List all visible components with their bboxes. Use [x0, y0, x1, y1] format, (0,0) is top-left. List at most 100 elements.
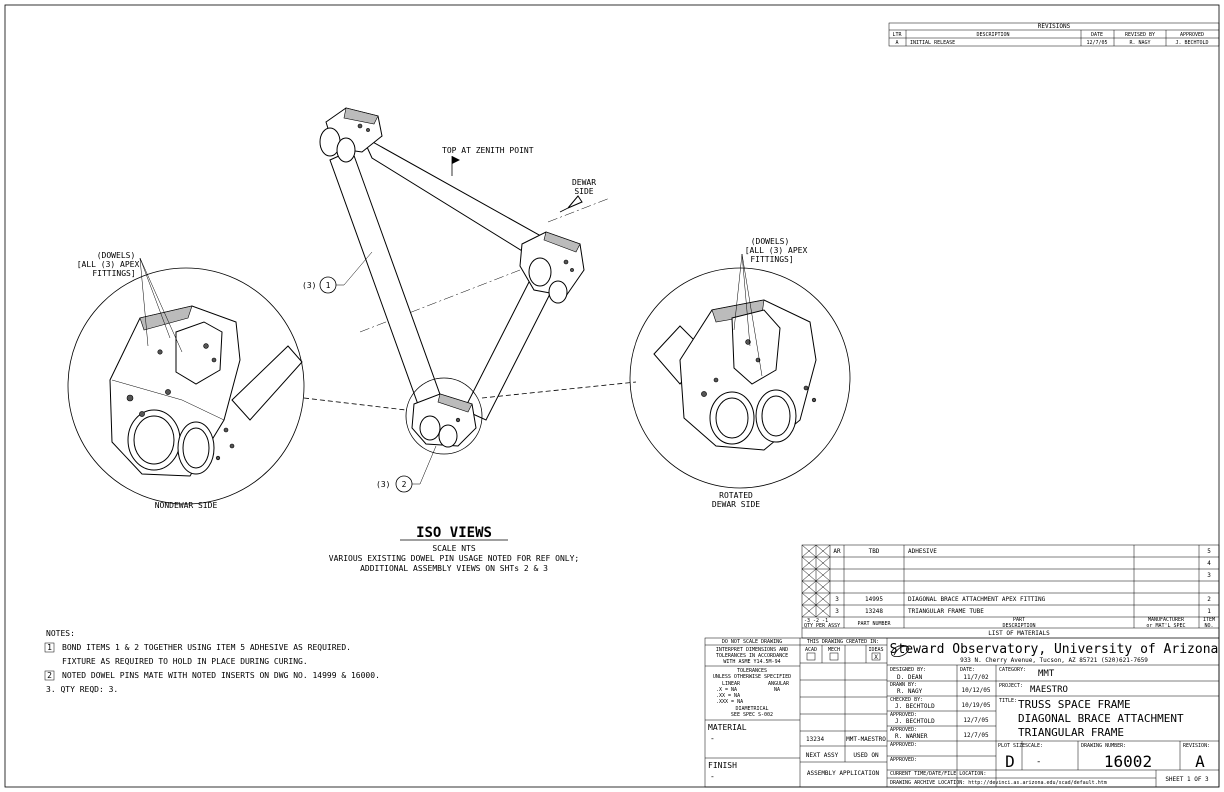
apex-fitting-top	[319, 107, 383, 163]
category-label: CATEGORY:	[999, 667, 1026, 673]
dowels-left-1: (DOWELS)	[97, 251, 136, 260]
rev-col-description: DESCRIPTION	[976, 32, 1009, 38]
checked-by-label: CHECKED BY:	[890, 697, 923, 703]
rev-row-revised-by: R. NAGY	[1129, 40, 1150, 46]
approved-1: J. BECHTOLD	[895, 718, 935, 725]
ideas-label: IDEAS	[868, 647, 883, 653]
detail-view-nondewar: (DOWELS) [ALL (3) APEX FITTINGS] NONDEWA…	[67, 251, 305, 510]
tol-diam-spec: SEE SPEC S-002	[731, 712, 773, 718]
rev-row-description: INITIAL RELEASE	[910, 40, 955, 46]
apex-fitting-right	[519, 231, 585, 304]
zenith-text: TOP AT ZENITH POINT	[442, 146, 534, 155]
note-1-number: 1	[47, 643, 52, 652]
dowels-right-1: (DOWELS)	[751, 237, 790, 246]
rev-col-revised-by: REVISED BY	[1125, 32, 1155, 38]
drawing-number-label: DRAWING NUMBER:	[1081, 743, 1126, 749]
approved-4-label: APPROVED:	[890, 757, 917, 763]
acad-label: ACAD	[805, 647, 817, 653]
title-line-1: TRUSS SPACE FRAME	[1018, 698, 1131, 711]
bom-row-1-qty: 3	[835, 608, 839, 615]
bom-row-3-item: 3	[1207, 572, 1211, 579]
detail-view-rotated-dewar: (DOWELS) [ALL (3) APEX FITTINGS] ROTATED…	[629, 237, 851, 509]
note-3-text: 3. QTY REQD: 3.	[46, 685, 118, 694]
archive-location: DRAWING ARCHIVE LOCATION: http://devinci…	[890, 780, 1107, 786]
bom-header-desc-2: DESCRIPTION	[1002, 623, 1035, 629]
tol-xxx: .XXX = NA	[716, 699, 743, 705]
drawing-number: 16002	[1104, 752, 1152, 771]
bom-row-2-part: 14995	[865, 596, 883, 603]
iso-title: ISO VIEWS	[416, 525, 492, 541]
interpret-2: TOLERANCES IN ACCORDANCE	[716, 653, 788, 659]
drawn-by-label: DRAWN BY:	[890, 682, 917, 688]
checked-by: J. BECHTOLD	[895, 703, 935, 710]
assembly-application-label: ASSEMBLY APPLICATION	[807, 770, 880, 777]
plot-size-value: D	[1005, 752, 1015, 771]
approved-1-label: APPROVED:	[890, 712, 917, 718]
university-logo	[890, 644, 910, 658]
bom-row-2-desc: DIAGONAL BRACE ATTACHMENT APEX FITTING	[908, 596, 1046, 603]
note-1-line-b: FIXTURE AS REQUIRED TO HOLD IN PLACE DUR…	[62, 657, 308, 666]
item-2-number: 2	[402, 480, 407, 489]
bom-header-item-2: NO.	[1204, 623, 1213, 629]
notes-block: NOTES: 1 BOND ITEMS 1 & 2 TOGETHER USING…	[44, 629, 380, 694]
bom-row-5-part: TBD	[869, 548, 880, 555]
date-label: DATE:	[960, 667, 975, 673]
bom-header-dash: -3 -2 -1	[804, 618, 828, 624]
dewar-side-arrow: DEWAR SIDE	[559, 178, 596, 213]
bill-of-materials: AR TBD ADHESIVE 5 4 3 3 14995 DIAGONAL B…	[801, 544, 1220, 639]
checked-date: 10/19/05	[962, 702, 991, 709]
dowels-right-3: FITTINGS]	[750, 255, 793, 264]
bom-row-1-item: 1	[1207, 608, 1211, 615]
approved-3-label: APPROVED:	[890, 742, 917, 748]
rev-col-date: DATE	[1091, 32, 1103, 38]
dowels-left-3: FITTINGS]	[92, 269, 135, 278]
title-line-2: DIAGONAL BRACE ATTACHMENT	[1018, 712, 1184, 725]
iso-line-1: VARIOUS EXISTING DOWEL PIN USAGE NOTED F…	[329, 554, 579, 563]
iso-scale: SCALE NTS	[432, 544, 476, 553]
bom-header-qty: QTY PER ASSY	[804, 623, 840, 629]
designed-date: 11/7/02	[963, 674, 989, 681]
nondewar-label: NONDEWAR SIDE	[155, 501, 218, 510]
organization-address: 933 N. Cherry Avenue, Tucson, AZ 85721 (…	[960, 657, 1148, 664]
mech-checkbox	[829, 652, 839, 661]
title-block: DO NOT SCALE DRAWING INTERPRET DIMENSION…	[704, 637, 1220, 788]
bom-row-4-item: 4	[1207, 560, 1211, 567]
next-assy-project: MMT-MAESTRO	[846, 736, 886, 743]
detail-circle-bottom	[405, 377, 483, 455]
approved-2-date: 12/7/05	[963, 732, 989, 739]
note-2-number: 2	[47, 671, 52, 680]
sheet-number: SHEET 1 OF 3	[1165, 776, 1209, 783]
title-line-3: TRIANGULAR FRAME	[1018, 726, 1124, 739]
ideas-check-mark: X	[874, 654, 878, 661]
note-1-line-a: BOND ITEMS 1 & 2 TOGETHER USING ITEM 5 A…	[62, 643, 351, 652]
bom-header-desc-1: PART	[1013, 617, 1025, 623]
bom-header-part-number: PART NUMBER	[857, 621, 891, 627]
iso-line-2: ADDITIONAL ASSEMBLY VIEWS ON SHTs 2 & 3	[360, 564, 548, 573]
tol-angular-val: NA	[774, 687, 780, 693]
item-2-qty: (3)	[376, 480, 390, 489]
bom-title: LIST OF MATERIALS	[988, 630, 1050, 637]
approved-2-label: APPROVED:	[890, 727, 917, 733]
approved-1-date: 12/7/05	[963, 717, 989, 724]
ideas-checkbox	[871, 652, 881, 661]
scale-value: -	[1036, 757, 1041, 767]
finish-value: -	[710, 772, 715, 781]
material-value: -	[710, 734, 715, 743]
scale-label: SCALE:	[1025, 743, 1043, 749]
item-2-callout: (3) 2	[376, 445, 437, 493]
zenith-flag-callout: TOP AT ZENITH POINT	[442, 146, 534, 176]
notes-heading: NOTES:	[46, 629, 75, 638]
rev-row-approved: J. BECHTOLD	[1175, 40, 1208, 46]
plot-size-label: PLOT SIZE	[998, 743, 1025, 749]
organization-name: Steward Observatory, University of Arizo…	[890, 642, 1219, 657]
designed-by-label: DESIGNED BY:	[890, 667, 926, 673]
dewar-text-1: DEWAR	[572, 178, 596, 187]
bom-row-5-desc: ADHESIVE	[908, 548, 937, 555]
item-1-qty: (3)	[302, 281, 316, 290]
rotated-label-1: ROTATED	[719, 491, 753, 500]
drawn-date: 10/12/05	[962, 687, 991, 694]
rev-row-date: 12/7/05	[1086, 40, 1107, 46]
tolerances-unless: UNLESS OTHERWISE SPECIFIED	[713, 674, 791, 680]
bom-row-2-qty: 3	[835, 596, 839, 603]
acad-checkbox	[806, 652, 816, 661]
